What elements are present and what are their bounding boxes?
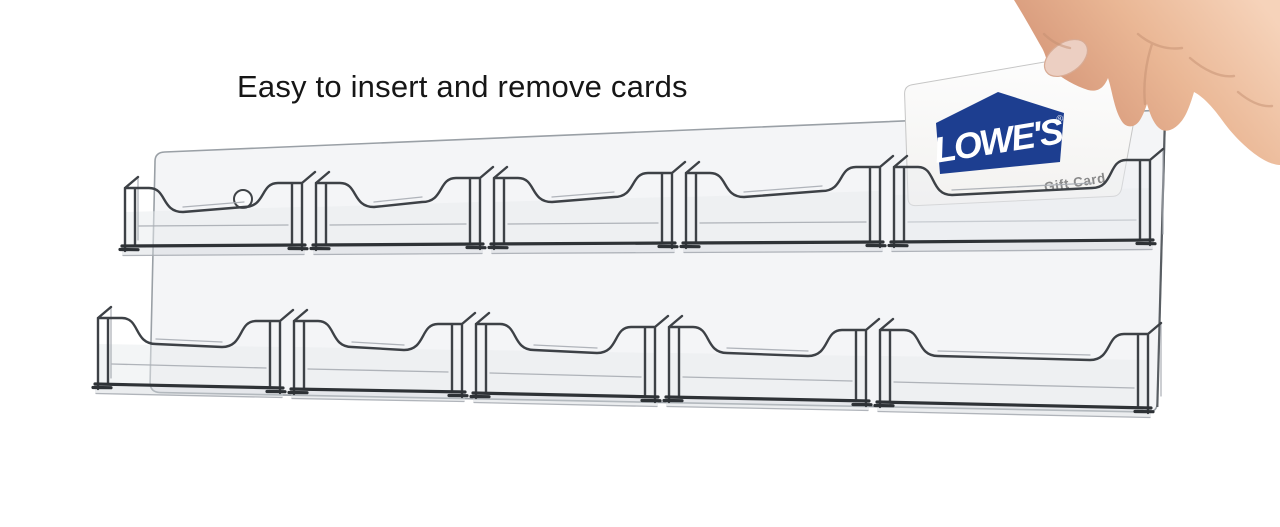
hand xyxy=(1014,0,1280,165)
lowes-logo xyxy=(936,92,1064,174)
pocket-front-lip xyxy=(878,317,1163,415)
card-pocket xyxy=(118,170,317,257)
panel-right-edge xyxy=(1156,114,1167,408)
pocket-front-lip xyxy=(314,165,495,252)
card-pocket xyxy=(287,308,477,403)
pocket-front-glass xyxy=(894,160,1150,242)
card-pocket xyxy=(873,317,1163,419)
pocket-front-lip xyxy=(123,170,317,253)
card-pocket xyxy=(487,160,687,255)
headline: Easy to insert and remove cards xyxy=(237,69,688,104)
pocket-front-lip xyxy=(892,147,1165,249)
card-pocket xyxy=(662,314,881,412)
pocket-front-lip xyxy=(492,160,687,251)
pocket-front-lip xyxy=(667,314,881,408)
card-pocket xyxy=(469,311,670,408)
thumb-nail xyxy=(1043,38,1089,78)
pocket-front-lip xyxy=(96,305,295,395)
card-pocket xyxy=(309,165,495,256)
registered-mark: ® xyxy=(1056,113,1064,124)
pocket-front-lip xyxy=(474,311,670,404)
card-pocket xyxy=(91,305,295,399)
card-pocket-front xyxy=(887,147,1165,253)
pocket-front-lip xyxy=(292,308,477,399)
card-pocket xyxy=(679,154,895,254)
knuckle-creases xyxy=(1042,32,1274,108)
pocket-front-lip xyxy=(684,154,895,250)
bottom-pocket-row xyxy=(91,305,1163,419)
